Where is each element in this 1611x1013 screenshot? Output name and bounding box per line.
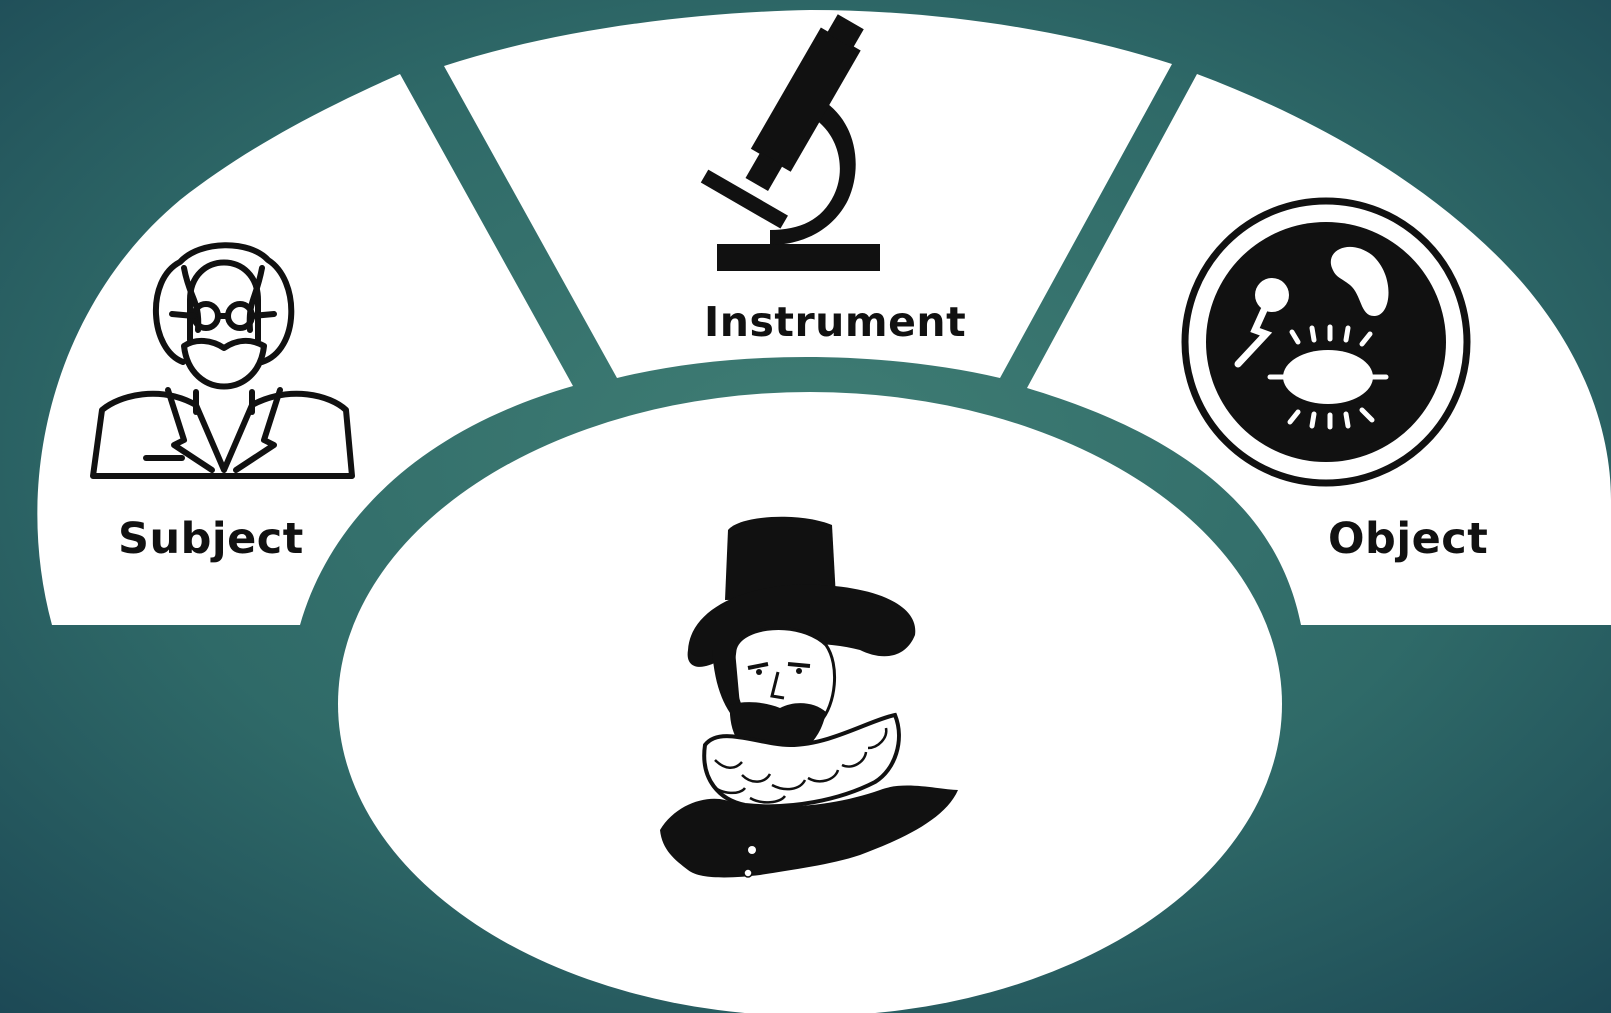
instrument-label: Instrument [704, 302, 966, 343]
petri-dish-microbes-icon [1185, 201, 1467, 483]
subject-label: Subject [118, 518, 304, 561]
object-label: Object [1328, 518, 1488, 561]
